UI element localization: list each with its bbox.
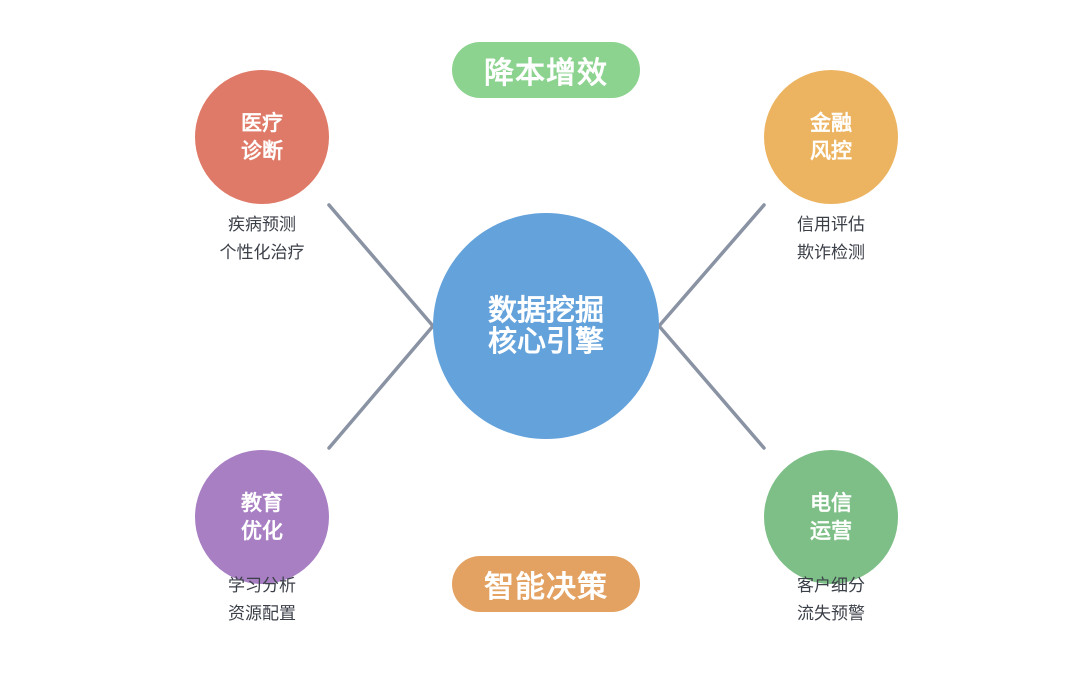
smart-decision-pill: 智能决策 — [452, 556, 640, 612]
education-items: 学习分析 资源配置 — [182, 572, 342, 628]
connector-education — [327, 324, 435, 450]
finance-item: 欺诈检测 — [797, 243, 865, 263]
medical-item: 疾病预测 — [228, 215, 296, 235]
education-item: 资源配置 — [228, 604, 296, 624]
education-title-line1: 教育 — [241, 491, 283, 515]
core-engine-line2: 核心引擎 — [487, 324, 604, 358]
connector-finance — [657, 203, 766, 328]
medical-title-line2: 诊断 — [241, 139, 283, 163]
medical-title-line1: 医疗 — [241, 111, 283, 135]
core-engine-line1: 数据挖掘 — [487, 293, 604, 327]
education-title-line2: 优化 — [241, 519, 283, 543]
telecom-title-line1: 电信 — [810, 491, 852, 515]
telecom-items: 客户细分 流失预警 — [751, 572, 911, 628]
education-node: 教育 优化 — [195, 450, 329, 584]
connector-telecom — [657, 324, 766, 450]
finance-title-line2: 风控 — [810, 139, 852, 163]
medical-node: 医疗 诊断 — [195, 70, 329, 204]
finance-title-line1: 金融 — [810, 111, 852, 135]
medical-item: 个性化治疗 — [219, 243, 305, 263]
connector-medical — [327, 203, 435, 328]
finance-node: 金融 风控 — [764, 70, 898, 204]
telecom-item: 客户细分 — [797, 576, 865, 596]
core-engine-circle: 数据挖掘 核心引擎 — [433, 213, 659, 439]
telecom-node: 电信 运营 — [764, 450, 898, 584]
finance-item: 信用评估 — [797, 215, 865, 235]
finance-items: 信用评估 欺诈检测 — [751, 211, 911, 267]
education-item: 学习分析 — [228, 576, 296, 596]
telecom-item: 流失预警 — [797, 604, 865, 624]
cost-efficiency-pill: 降本增效 — [452, 42, 640, 98]
telecom-title-line2: 运营 — [810, 519, 852, 543]
medical-items: 疾病预测 个性化治疗 — [182, 211, 342, 267]
